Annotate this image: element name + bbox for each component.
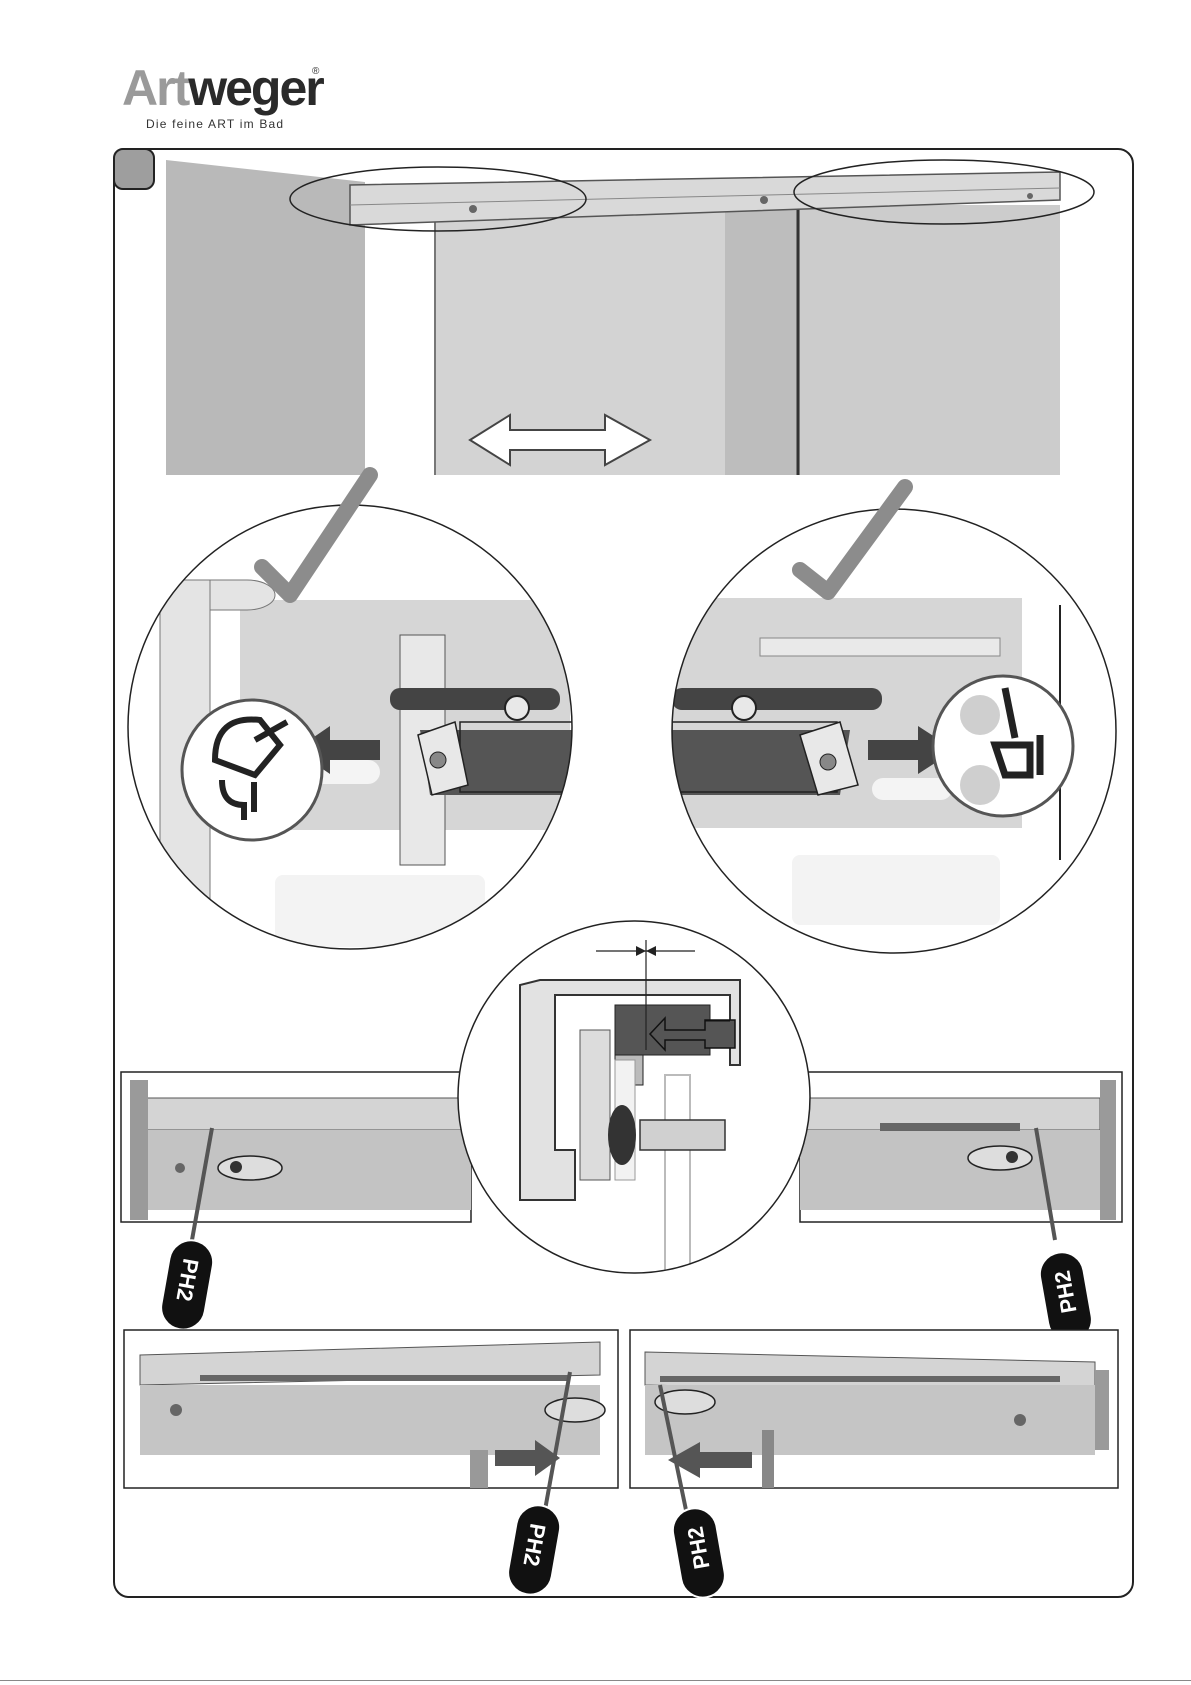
fixed-glass-panel xyxy=(800,205,1060,475)
cross-section-circle xyxy=(458,921,810,1275)
right-adjustment-view xyxy=(800,1072,1122,1240)
adjustment-bolt xyxy=(640,1120,725,1150)
screwdriver-right-2: PH2 xyxy=(669,1505,728,1601)
page-edge-line xyxy=(0,1680,1191,1681)
left-detail-circle xyxy=(128,475,620,949)
right-detail-circle xyxy=(672,487,1116,953)
left-adjustment-view xyxy=(121,1072,471,1240)
shower-overview xyxy=(166,160,1094,475)
bottom-right-view xyxy=(630,1330,1118,1510)
glass-overlap xyxy=(725,210,800,475)
screwdriver-left-2: PH2 xyxy=(505,1502,564,1598)
roller-screw xyxy=(760,196,768,204)
stopper-clamp xyxy=(672,688,882,710)
bottom-left-view xyxy=(124,1330,618,1510)
roller-wheel xyxy=(608,1105,636,1165)
stopper-clamp xyxy=(390,688,560,710)
screwdriver-left-1: PH2 xyxy=(158,1237,217,1333)
fixed-side-panel xyxy=(166,160,365,475)
roller-screw xyxy=(469,205,477,213)
